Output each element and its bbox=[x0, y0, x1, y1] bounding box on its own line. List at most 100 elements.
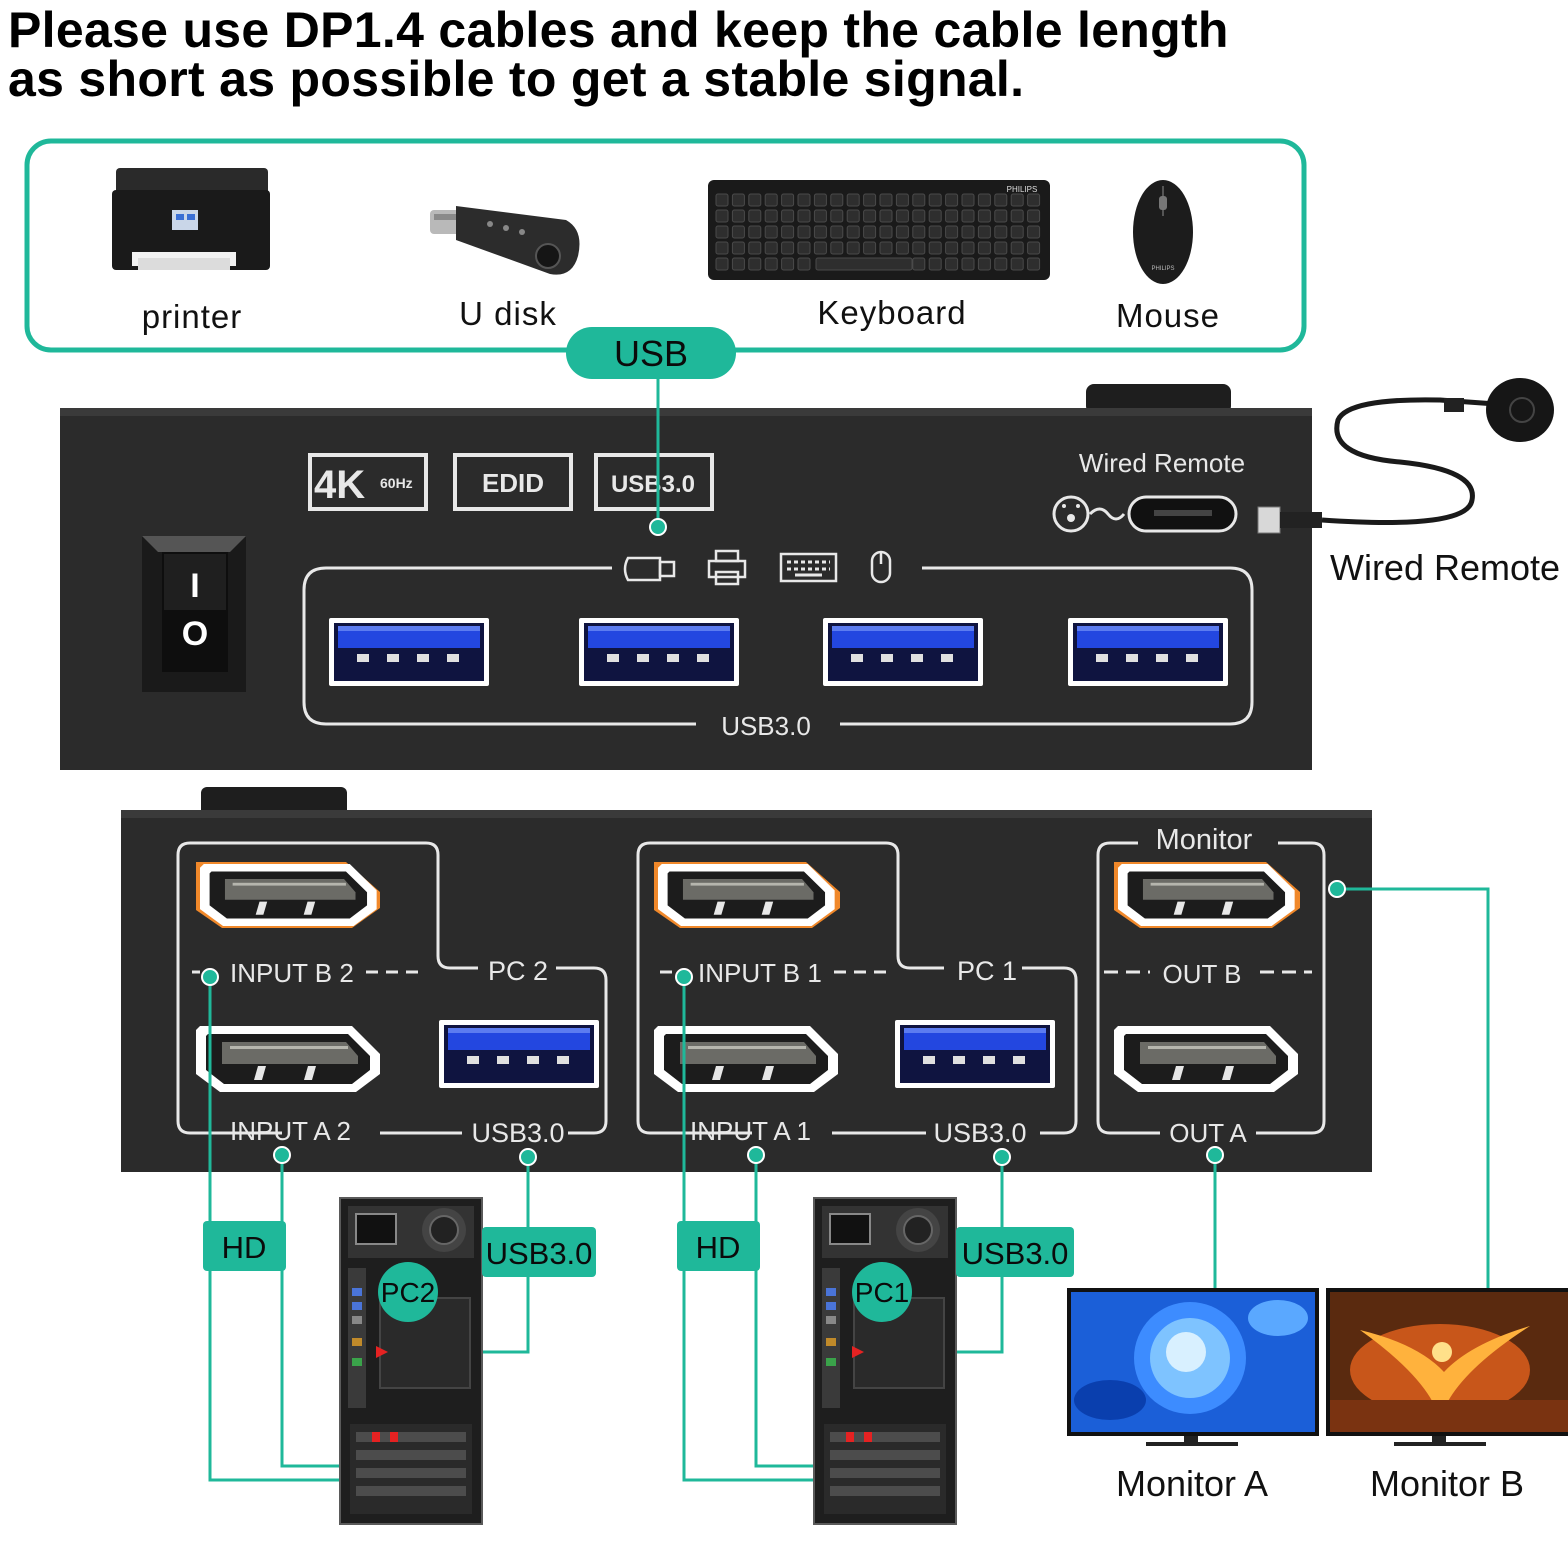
usb-pc1-label: USB3.0 bbox=[933, 1118, 1026, 1148]
usb-group-frame-left bbox=[302, 566, 696, 726]
usb-pill bbox=[566, 327, 736, 379]
usb-port-2[interactable] bbox=[579, 618, 739, 686]
keyboard-key bbox=[912, 225, 926, 239]
dp-port-input-a2[interactable] bbox=[196, 1026, 380, 1092]
keyboard-key bbox=[715, 241, 729, 255]
mouse-small-icon bbox=[870, 550, 892, 584]
keyboard-key bbox=[912, 209, 926, 223]
badge-4k: 4K 60Hz bbox=[308, 453, 428, 511]
printer-label: printer bbox=[142, 298, 243, 335]
power-switch[interactable]: I O bbox=[142, 536, 246, 692]
keyboard-key bbox=[994, 193, 1008, 207]
hd-tag-right-text: HD bbox=[696, 1230, 741, 1265]
monitor-b-display bbox=[1326, 1288, 1568, 1446]
keyboard-key bbox=[731, 209, 745, 223]
keyboard-key bbox=[994, 225, 1008, 239]
keyboard-key bbox=[895, 193, 909, 207]
pc1-label: PC 1 bbox=[957, 956, 1017, 986]
keyboard-key bbox=[912, 193, 926, 207]
keyboard-key bbox=[863, 193, 877, 207]
keyboard-key bbox=[715, 225, 729, 239]
wired-remote-label: Wired Remote bbox=[1330, 547, 1560, 588]
keyboard-key bbox=[945, 209, 959, 223]
keyboard-brand: PHILIPS bbox=[1007, 185, 1038, 194]
keyboard-key bbox=[748, 209, 762, 223]
usb-tag-left-text: USB3.0 bbox=[486, 1236, 593, 1271]
u-disk-icon bbox=[430, 206, 580, 275]
keyboard-key bbox=[748, 241, 762, 255]
keyboard-key bbox=[797, 209, 811, 223]
keyboard-key bbox=[863, 209, 877, 223]
keyboard-spacebar bbox=[815, 257, 913, 271]
keyboard-key bbox=[961, 209, 975, 223]
keyboard-key bbox=[961, 225, 975, 239]
dp-port-input-a1[interactable] bbox=[654, 1026, 838, 1092]
keyboard-key bbox=[928, 257, 942, 271]
keyboard-key bbox=[879, 193, 893, 207]
pc1-frame-right bbox=[1022, 966, 1078, 1135]
wired-remote-cable bbox=[1257, 378, 1554, 534]
keyboard-key bbox=[813, 241, 827, 255]
keyboard-key bbox=[945, 257, 959, 271]
dp-port-input-b1[interactable] bbox=[654, 862, 840, 928]
keyboard-key bbox=[1027, 225, 1041, 239]
remote-port[interactable] bbox=[1127, 495, 1238, 533]
keyboard-key bbox=[830, 193, 844, 207]
keyboard-key bbox=[879, 209, 893, 223]
dp-port-out-a[interactable] bbox=[1114, 1026, 1298, 1092]
keyboard-key bbox=[781, 193, 795, 207]
usb-group-label: USB3.0 bbox=[721, 711, 811, 741]
keyboard-key bbox=[781, 257, 795, 271]
dp-port-input-b2[interactable] bbox=[196, 862, 380, 928]
keyboard-key bbox=[846, 193, 860, 207]
connection-dots bbox=[201, 880, 1346, 1166]
keyboard-key bbox=[945, 241, 959, 255]
keyboard-key bbox=[731, 241, 745, 255]
keyboard-key bbox=[715, 209, 729, 223]
keyboard-key bbox=[715, 193, 729, 207]
keyboard-key bbox=[764, 241, 778, 255]
badge-edid: EDID bbox=[453, 453, 573, 511]
monitor-frame-left bbox=[1096, 841, 1160, 1135]
pc2-tower bbox=[339, 1197, 483, 1525]
keyboard-key bbox=[961, 257, 975, 271]
monitor-group-label: Monitor bbox=[1156, 824, 1253, 856]
hd-tag-left-text: HD bbox=[222, 1230, 267, 1265]
keyboard-key bbox=[895, 241, 909, 255]
usb-port-pc2[interactable] bbox=[439, 1020, 599, 1088]
keyboard-key bbox=[731, 225, 745, 239]
keyboard-key bbox=[1027, 257, 1041, 271]
keyboard-key bbox=[797, 225, 811, 239]
keyboard-key bbox=[1027, 241, 1041, 255]
mouse-icon: PHILIPS bbox=[1133, 180, 1193, 284]
usb-port-3[interactable] bbox=[823, 618, 983, 686]
input-a2-label: INPUT A 2 bbox=[230, 1116, 351, 1146]
keyboard-small-icon bbox=[779, 552, 838, 583]
keyboard-key bbox=[748, 257, 762, 271]
keyboard-key bbox=[863, 225, 877, 239]
input-a1-label: INPUT A 1 bbox=[690, 1116, 811, 1146]
keyboard-key bbox=[764, 225, 778, 239]
keyboard-key bbox=[748, 225, 762, 239]
keyboard-key bbox=[1027, 193, 1041, 207]
dp-port-out-b[interactable] bbox=[1114, 862, 1300, 928]
pc1-frame bbox=[636, 841, 944, 1135]
keyboard-key bbox=[945, 193, 959, 207]
remote-symbol-icon bbox=[1052, 495, 1126, 533]
mouse-brand: PHILIPS bbox=[1151, 266, 1174, 272]
keyboard-key bbox=[731, 193, 745, 207]
keyboard-key bbox=[781, 225, 795, 239]
keyboard-key bbox=[977, 193, 991, 207]
keyboard-key bbox=[1010, 193, 1024, 207]
keyboard-key bbox=[781, 241, 795, 255]
usb-port-pc1[interactable] bbox=[895, 1020, 1055, 1088]
monitor-a-display bbox=[1067, 1288, 1319, 1446]
keyboard-key bbox=[781, 209, 795, 223]
usb-port-4[interactable] bbox=[1068, 618, 1228, 686]
usb-drive-icon bbox=[623, 556, 676, 582]
keyboard-key bbox=[830, 225, 844, 239]
headline-line-1: Please use DP1.4 cables and keep the cab… bbox=[8, 2, 1229, 58]
keyboard-key bbox=[764, 193, 778, 207]
usb-port-1[interactable] bbox=[329, 618, 489, 686]
